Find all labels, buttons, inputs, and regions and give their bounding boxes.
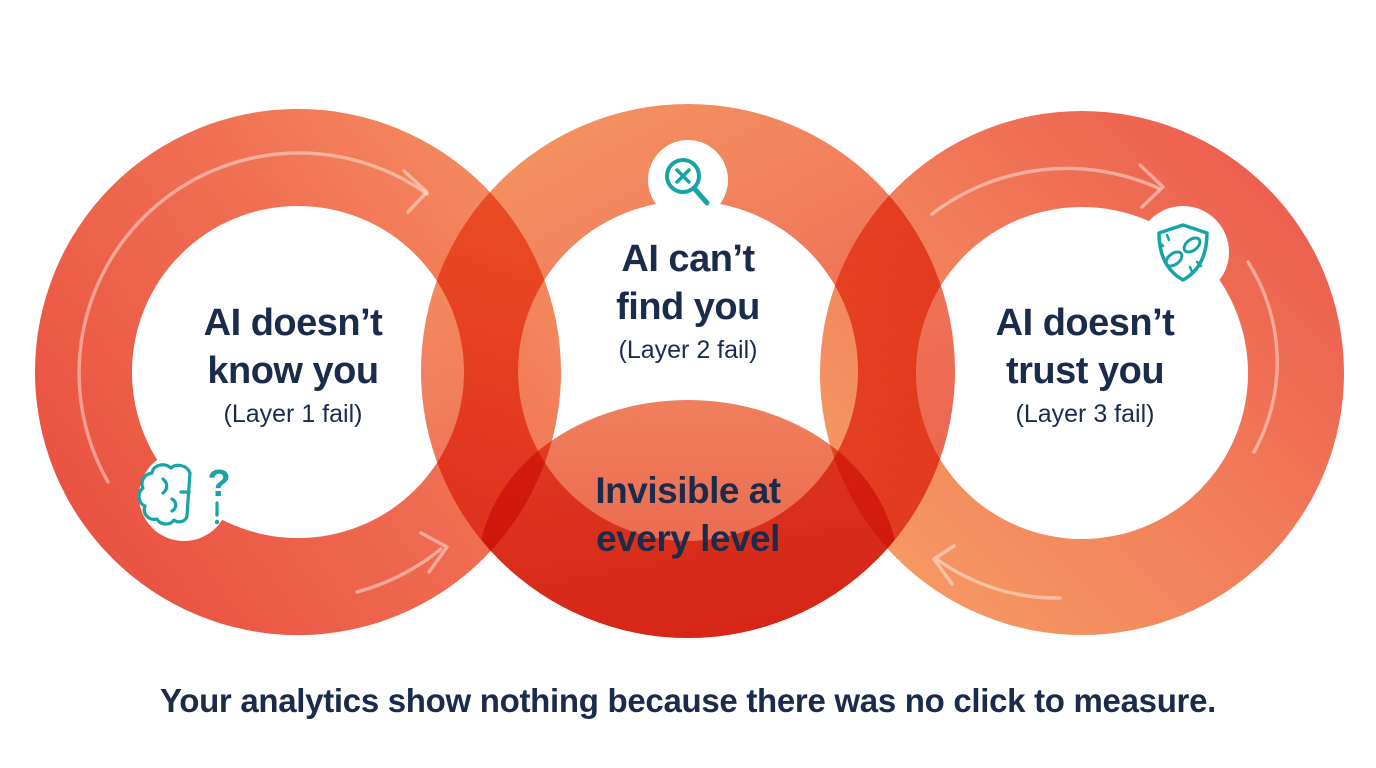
arrow-left-top bbox=[77, 151, 429, 484]
arrow-right-bottom bbox=[936, 558, 1062, 600]
arrow-left-bottom bbox=[355, 547, 443, 594]
bottom-caption: Your analytics show nothing because ther… bbox=[159, 682, 1217, 719]
overlap-blob bbox=[478, 400, 898, 638]
arrowhead-right-bottom bbox=[932, 544, 956, 586]
icon-bumps bbox=[139, 140, 1229, 541]
layer-1-subtitle: (Layer 1 fail) bbox=[223, 400, 363, 428]
layer-1-title-line-2: know you bbox=[207, 350, 379, 392]
shield-bump bbox=[1137, 206, 1229, 298]
circle-label-layer-3: AI doesn’t trust you (Layer 3 fail) bbox=[925, 299, 1245, 433]
arrowhead-left-top bbox=[402, 169, 429, 214]
arrow-right-side bbox=[1246, 260, 1279, 454]
layer-2-title-line-2: find you bbox=[616, 286, 760, 328]
svg-text:?: ? bbox=[207, 463, 230, 505]
overlap-label: Invisible at every level bbox=[508, 467, 868, 563]
layer-1-title-line-1: AI doesn’t bbox=[203, 302, 383, 344]
arrow-right-top bbox=[930, 166, 1160, 216]
layer-3-title-line-2: trust you bbox=[1005, 350, 1165, 392]
arrowhead-right-top bbox=[1138, 163, 1165, 209]
shield-broken-link-icon bbox=[1157, 223, 1209, 282]
overlap-line-2: every level bbox=[596, 518, 780, 559]
layer-3-subtitle: (Layer 3 fail) bbox=[1015, 400, 1155, 428]
arrowhead-left-bottom bbox=[419, 531, 449, 574]
brain-bump bbox=[139, 451, 229, 541]
layer-2-subtitle: (Layer 2 fail) bbox=[618, 336, 758, 364]
circle-label-layer-1: AI doesn’t know you (Layer 1 fail) bbox=[133, 299, 453, 433]
brain-question-icon: ? bbox=[137, 463, 231, 526]
layer-3-title-line-1: AI doesn’t bbox=[995, 302, 1175, 344]
overlap-line-1: Invisible at bbox=[595, 470, 781, 511]
search-x-icon bbox=[665, 158, 710, 206]
layer-2-title-line-1: AI can’t bbox=[621, 238, 755, 280]
flow-arrows bbox=[77, 151, 1279, 600]
circle-label-layer-2: AI can’t find you (Layer 2 fail) bbox=[528, 235, 848, 369]
